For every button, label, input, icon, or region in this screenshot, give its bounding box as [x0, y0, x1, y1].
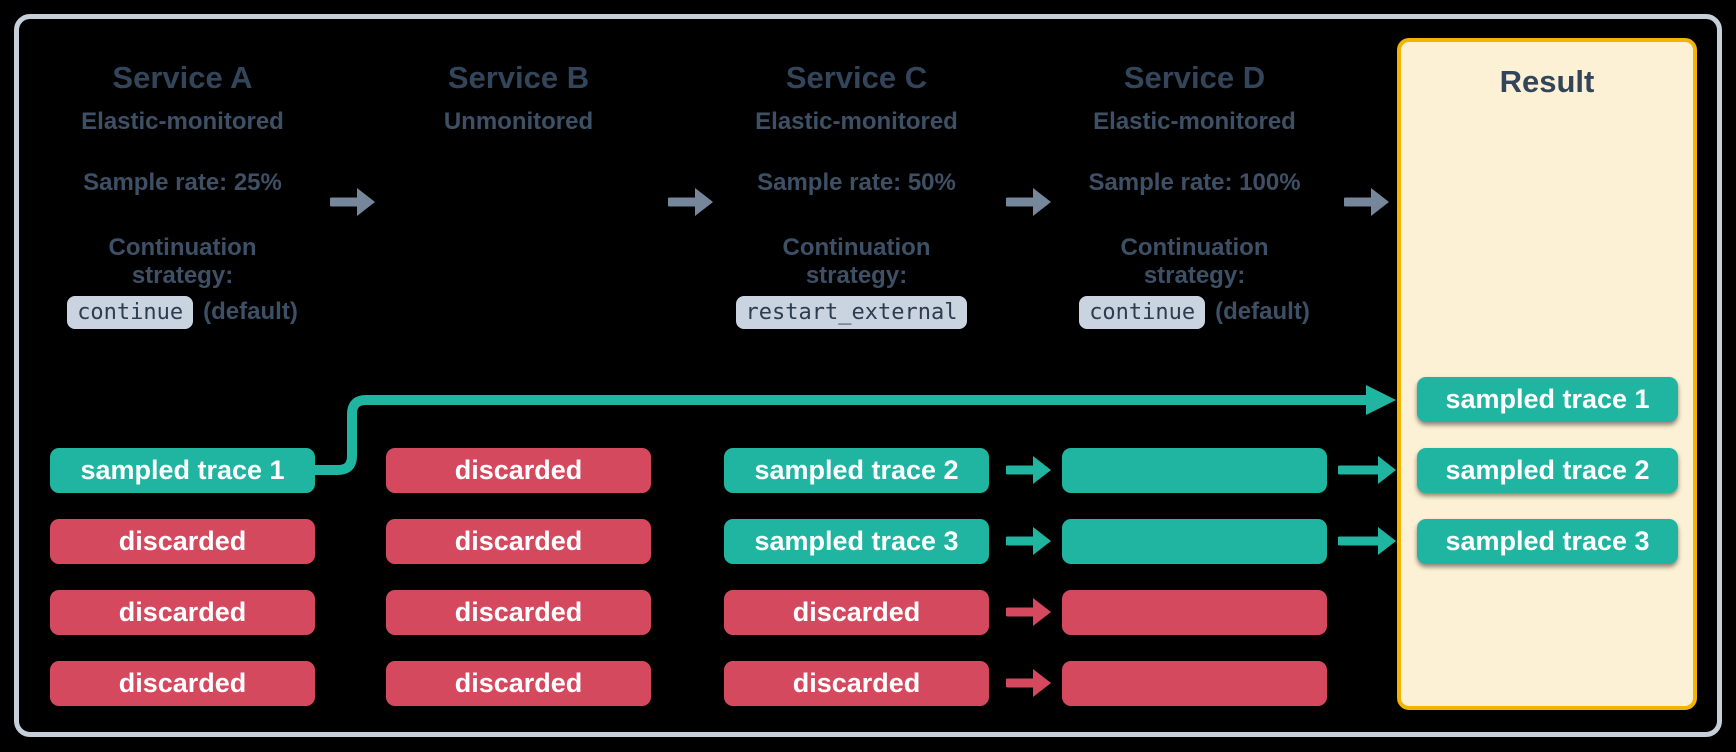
outer-frame — [14, 14, 1722, 737]
discarded-arrow-icon — [1006, 667, 1052, 699]
service-d-strategy-label: Continuation strategy: — [1120, 234, 1269, 290]
result-trace-pill: sampled trace 2 — [1417, 448, 1678, 493]
trace-pill: sampled trace 1 — [50, 448, 315, 493]
trace-pill: discarded — [386, 448, 651, 493]
service-a-monitoring: Elastic-monitored — [81, 108, 284, 135]
right-arrow-icon — [1344, 186, 1390, 218]
sampled-arrow-icon — [1338, 525, 1398, 557]
trace-column-service-a: sampled trace 1 discarded discarded disc… — [50, 448, 315, 706]
service-box-d: Service D Elastic-monitored Sample rate:… — [1062, 38, 1327, 365]
service-a-strategy-suffix: (default) — [203, 298, 298, 326]
service-c-title: Service C — [785, 60, 928, 95]
service-a-sample-rate: Sample rate: 25% — [83, 169, 282, 196]
result-trace-pill: sampled trace 1 — [1417, 377, 1678, 422]
result-title: Result — [1499, 64, 1595, 99]
trace-column-service-b: discarded discarded discarded discarded — [386, 448, 651, 706]
trace-pill: discarded — [50, 519, 315, 564]
trace-pill: discarded — [724, 661, 989, 706]
sampled-arrow-icon — [1006, 525, 1052, 557]
service-a-strategy-code: continue — [67, 295, 194, 329]
service-d-strategy-code: continue — [1079, 295, 1206, 329]
trace-pill: discarded — [50, 590, 315, 635]
service-c-strategy-label: Continuation strategy: — [782, 234, 931, 290]
trace-column-service-d — [1062, 448, 1327, 706]
trace-pill: discarded — [386, 661, 651, 706]
trace-pill: discarded — [386, 519, 651, 564]
result-trace-pill: sampled trace 3 — [1417, 519, 1678, 564]
service-b-monitoring: Unmonitored — [443, 108, 594, 135]
trace-column-service-c: sampled trace 2 sampled trace 3 discarde… — [724, 448, 989, 706]
service-d-strategy-suffix: (default) — [1215, 298, 1310, 326]
right-arrow-icon — [1006, 186, 1052, 218]
service-box-a: Service A Elastic-monitored Sample rate:… — [50, 38, 315, 365]
service-d-strategy-row: continue (default) — [1079, 295, 1310, 329]
discarded-arrow-icon — [1006, 596, 1052, 628]
result-trace-list: sampled trace 1 sampled trace 2 sampled … — [1417, 377, 1678, 564]
service-a-strategy-row: continue (default) — [67, 295, 298, 329]
service-d-sample-rate: Sample rate: 100% — [1088, 169, 1301, 196]
trace-pill: discarded — [724, 590, 989, 635]
service-a-title: Service A — [112, 60, 253, 95]
trace-pill: discarded — [50, 661, 315, 706]
sampled-arrow-icon — [1006, 454, 1052, 486]
service-c-strategy-row: restart_external — [735, 295, 978, 329]
service-d-title: Service D — [1123, 60, 1266, 95]
right-arrow-icon — [330, 186, 376, 218]
trace-pill — [1062, 519, 1327, 564]
service-c-monitoring: Elastic-monitored — [755, 108, 958, 135]
trace-pill — [1062, 448, 1327, 493]
trace-pill: sampled trace 2 — [724, 448, 989, 493]
service-d-monitoring: Elastic-monitored — [1093, 108, 1296, 135]
right-arrow-icon — [668, 186, 714, 218]
trace-pill — [1062, 661, 1327, 706]
trace-pill — [1062, 590, 1327, 635]
service-a-strategy-label: Continuation strategy: — [108, 234, 257, 290]
service-box-b: Service B Unmonitored — [386, 38, 651, 365]
service-c-strategy-code: restart_external — [735, 295, 968, 329]
sampled-arrow-icon — [1338, 454, 1398, 486]
service-c-sample-rate: Sample rate: 50% — [757, 169, 956, 196]
trace-pill: sampled trace 3 — [724, 519, 989, 564]
result-box: Result — [1397, 38, 1697, 710]
service-box-c: Service C Elastic-monitored Sample rate:… — [724, 38, 989, 365]
service-b-title: Service B — [447, 60, 590, 95]
trace-pill: discarded — [386, 590, 651, 635]
